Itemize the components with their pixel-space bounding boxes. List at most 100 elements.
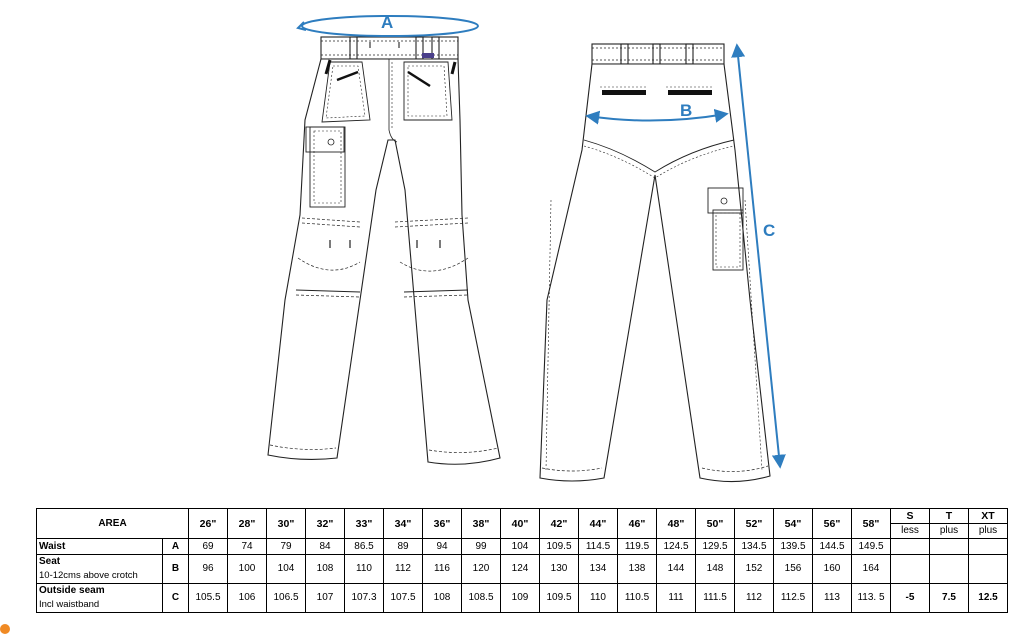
measurement-value: 134.5 — [734, 538, 774, 555]
measurement-value: 111.5 — [695, 583, 735, 613]
measurement-value: 124 — [500, 554, 540, 584]
size-header: 32" — [305, 508, 345, 539]
measurement-value: 96 — [188, 554, 228, 584]
measurement-value: 106.5 — [266, 583, 306, 613]
size-header: 46" — [617, 508, 657, 539]
measurement-c-label: C — [763, 221, 775, 240]
measurement-b-label: B — [680, 101, 692, 120]
measurement-name: Waist — [36, 538, 163, 555]
measurement-value: 106 — [227, 583, 267, 613]
measurement-value: 110 — [578, 583, 618, 613]
adjustment-note: plus — [968, 523, 1008, 539]
measurement-value: 89 — [383, 538, 423, 555]
measurement-value: 94 — [422, 538, 462, 555]
measurement-value: 108 — [305, 554, 345, 584]
adjustment-value — [929, 554, 969, 584]
measurement-value: 114.5 — [578, 538, 618, 555]
measurement-value: 104 — [500, 538, 540, 555]
measurement-value: 164 — [851, 554, 891, 584]
measurement-letter: C — [162, 583, 189, 613]
size-header: 58" — [851, 508, 891, 539]
measurement-value: 148 — [695, 554, 735, 584]
adjustment-value — [929, 538, 969, 555]
size-header: 54" — [773, 508, 813, 539]
measurement-value: 100 — [227, 554, 267, 584]
measurement-value: 124.5 — [656, 538, 696, 555]
measurement-value: 86.5 — [344, 538, 384, 555]
measurement-value: 130 — [539, 554, 579, 584]
measurement-value: 119.5 — [617, 538, 657, 555]
adjustment-value: -5 — [890, 583, 930, 613]
measurement-value: 113 — [812, 583, 852, 613]
measurement-value: 160 — [812, 554, 852, 584]
size-header: 26" — [188, 508, 228, 539]
measurement-value: 129.5 — [695, 538, 735, 555]
measurement-letter: A — [162, 538, 189, 555]
adjustment-value: 7.5 — [929, 583, 969, 613]
measurement-value: 109 — [500, 583, 540, 613]
measurement-value: 139.5 — [773, 538, 813, 555]
measurement-value: 104 — [266, 554, 306, 584]
measurement-value: 110 — [344, 554, 384, 584]
measurement-value: 107.5 — [383, 583, 423, 613]
size-header: 36" — [422, 508, 462, 539]
measurement-value: 144 — [656, 554, 696, 584]
size-header: 28" — [227, 508, 267, 539]
adjustment-note: plus — [929, 523, 969, 539]
size-header: 33" — [344, 508, 384, 539]
size-header: 38" — [461, 508, 501, 539]
adjustment-value — [890, 538, 930, 555]
measurement-value: 107.3 — [344, 583, 384, 613]
measurement-value: 84 — [305, 538, 345, 555]
adjustment-note: less — [890, 523, 930, 539]
measurement-note: 10-12cms above crotch — [36, 569, 163, 584]
measurement-c-outside-seam: C — [731, 43, 786, 469]
measurement-value: 149.5 — [851, 538, 891, 555]
adjustment-code: T — [929, 508, 969, 524]
measurement-note: Incl waistband — [36, 598, 163, 613]
adjustment-value — [968, 538, 1008, 555]
measurement-value: 109.5 — [539, 538, 579, 555]
measurement-value: 112 — [734, 583, 774, 613]
adjustment-value — [890, 554, 930, 584]
measurement-letter: B — [162, 554, 189, 584]
measurement-value: 138 — [617, 554, 657, 584]
measurement-value: 120 — [461, 554, 501, 584]
measurement-a-waist: A — [296, 13, 479, 37]
corner-mark — [0, 624, 10, 634]
adjustment-code: XT — [968, 508, 1008, 524]
adjustment-code: S — [890, 508, 930, 524]
size-header: 50" — [695, 508, 735, 539]
measurement-value: 110.5 — [617, 583, 657, 613]
size-header: 30" — [266, 508, 306, 539]
measurement-b-seat: B — [585, 101, 729, 125]
measurement-value: 112 — [383, 554, 423, 584]
measurement-value: 79 — [266, 538, 306, 555]
measurement-value: 134 — [578, 554, 618, 584]
measurement-value: 116 — [422, 554, 462, 584]
measurement-value: 113. 5 — [851, 583, 891, 613]
measurement-name: Outside seam — [36, 583, 163, 598]
size-header: 42" — [539, 508, 579, 539]
measurement-value: 99 — [461, 538, 501, 555]
measurement-value: 105.5 — [188, 583, 228, 613]
measurement-value: 152 — [734, 554, 774, 584]
front-waistband — [320, 36, 459, 60]
size-header: 52" — [734, 508, 774, 539]
size-header: 40" — [500, 508, 540, 539]
measurement-value: 69 — [188, 538, 228, 555]
measurement-value: 156 — [773, 554, 813, 584]
trousers-back-view — [539, 43, 771, 483]
table-subrow: Incl waistband — [36, 598, 1008, 613]
measurement-value: 107 — [305, 583, 345, 613]
size-header: 56" — [812, 508, 852, 539]
size-header: 34" — [383, 508, 423, 539]
measurement-value: 74 — [227, 538, 267, 555]
back-waistband — [591, 43, 725, 65]
adjustment-value: 12.5 — [968, 583, 1008, 613]
